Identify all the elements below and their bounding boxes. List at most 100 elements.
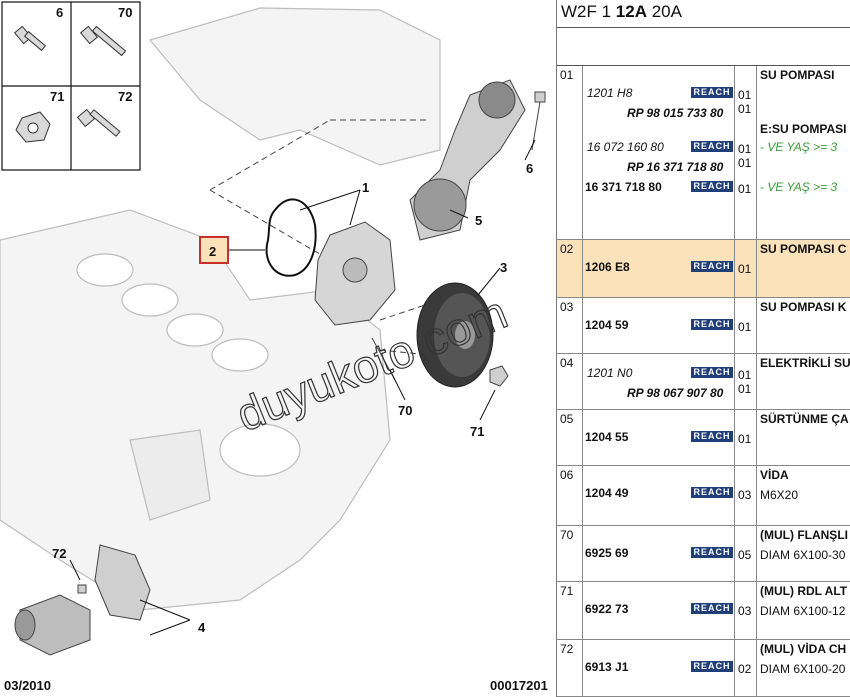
column-divider: [734, 410, 735, 465]
box-label-6: 6: [56, 5, 63, 20]
row-number: 71: [560, 584, 574, 598]
engine-exploded-view: 6 70 71 72: [0, 1, 548, 693]
column-divider: [756, 582, 757, 639]
engine-block-drawing: [0, 7, 441, 611]
row-number: 01: [560, 68, 574, 82]
callout-70: 70: [398, 403, 412, 418]
quantity: 01: [738, 368, 752, 382]
quantity: 01: [738, 432, 752, 446]
part-description: DIAM 6X100-30: [760, 548, 846, 562]
part-description: ELEKTRİKLİ SU: [760, 356, 850, 370]
engine-code-title: W2F 1 12A 20A: [561, 2, 682, 21]
quantity: 02: [738, 662, 752, 676]
part-row-72[interactable]: 72 6913 J1 REACH 02 (MUL) VİDA CH DIAM 6X100-…: [557, 640, 850, 697]
fastener-box-grid: [1, 1, 141, 171]
row-number: 04: [560, 356, 574, 370]
part-reference[interactable]: 6922 73: [585, 602, 629, 616]
quantity: 01: [738, 156, 752, 170]
box-label-72: 72: [118, 89, 132, 104]
part-reference[interactable]: 1206 E8: [585, 260, 630, 274]
column-divider: [756, 240, 757, 297]
parts-list-panel: W2F 1 12A 20A 01 1201 H8 REACH 01 RP 98 015 …: [556, 0, 850, 697]
column-divider: [582, 466, 583, 525]
row-number: 06: [560, 468, 574, 482]
reach-badge: REACH: [691, 661, 733, 672]
parts-header: W2F 1 12A 20A: [557, 0, 850, 28]
part-reference[interactable]: 6913 J1: [585, 660, 629, 674]
bolt-70-icon: [79, 25, 127, 57]
column-divider: [582, 66, 583, 239]
reach-badge: REACH: [691, 487, 733, 498]
part-reference[interactable]: 6925 69: [585, 546, 629, 560]
quantity: 01: [738, 142, 752, 156]
callout-4: 4: [198, 620, 206, 635]
part-reference[interactable]: 1204 59: [585, 318, 629, 332]
part-reference[interactable]: RP 16 371 718 80: [627, 160, 724, 174]
part-description: E:SU POMPASI: [760, 122, 847, 136]
callout-3: 3: [500, 260, 507, 275]
quantity: 03: [738, 604, 752, 618]
part-row-01[interactable]: 01 1201 H8 REACH 01 RP 98 015 733 80 01 16 072…: [557, 66, 850, 240]
callout-6: 6: [526, 161, 533, 176]
column-divider: [756, 410, 757, 465]
row-number: 02: [560, 242, 574, 256]
column-divider: [734, 582, 735, 639]
column-divider: [756, 526, 757, 581]
reach-badge: REACH: [691, 603, 733, 614]
part-description: - VE YAŞ >= 3: [760, 180, 838, 194]
part-reference[interactable]: 16 072 160 80: [587, 140, 664, 154]
reach-badge: REACH: [691, 181, 733, 192]
part-reference[interactable]: 1204 55: [585, 430, 629, 444]
column-divider: [582, 410, 583, 465]
box-label-71: 71: [50, 89, 64, 104]
column-divider: [756, 466, 757, 525]
column-divider: [756, 298, 757, 353]
bolt-72-icon: [76, 108, 121, 137]
gasket-drawing: [265, 198, 317, 277]
bolt-6-icon: [13, 25, 47, 52]
column-divider: [582, 298, 583, 353]
callout-2-highlight[interactable]: [199, 236, 229, 264]
electric-pump-drawing: [14, 544, 151, 656]
reach-badge: REACH: [691, 319, 733, 330]
part-reference[interactable]: RP 98 067 907 80: [627, 386, 724, 400]
bolt-72-small-icon: [77, 584, 87, 594]
column-divider: [734, 240, 735, 297]
column-divider: [756, 66, 757, 239]
reach-badge: REACH: [691, 547, 733, 558]
bolt-6-small-icon: [531, 91, 546, 151]
part-reference[interactable]: 1204 49: [585, 486, 629, 500]
part-description: SU POMPASI: [760, 68, 835, 82]
part-description: (MUL) VİDA CH: [760, 642, 847, 656]
column-divider: [582, 354, 583, 409]
column-divider: [582, 640, 583, 696]
part-reference[interactable]: 16 371 718 80: [585, 180, 662, 194]
column-divider: [756, 354, 757, 409]
quantity: 03: [738, 488, 752, 502]
row-number: 70: [560, 528, 574, 542]
quantity: 01: [738, 262, 752, 276]
callout-71: 71: [470, 424, 484, 439]
column-divider: [734, 466, 735, 525]
part-description: (MUL) RDL ALT: [760, 584, 848, 598]
reach-badge: REACH: [691, 87, 733, 98]
quantity: 05: [738, 548, 752, 562]
part-reference[interactable]: 1201 H8: [587, 86, 633, 100]
part-description: VİDA: [760, 468, 789, 482]
part-description: SÜRTÜNME ÇA: [760, 412, 849, 426]
row-number: 72: [560, 642, 574, 656]
part-description: DIAM 6X100-20: [760, 662, 846, 676]
part-description: SU POMPASI K: [760, 300, 847, 314]
diagram-code: 00017201: [490, 678, 548, 693]
column-divider: [756, 640, 757, 696]
diagram-date: 03/2010: [4, 678, 51, 693]
part-reference[interactable]: 1201 N0: [587, 366, 633, 380]
part-reference[interactable]: RP 98 015 733 80: [627, 106, 724, 120]
